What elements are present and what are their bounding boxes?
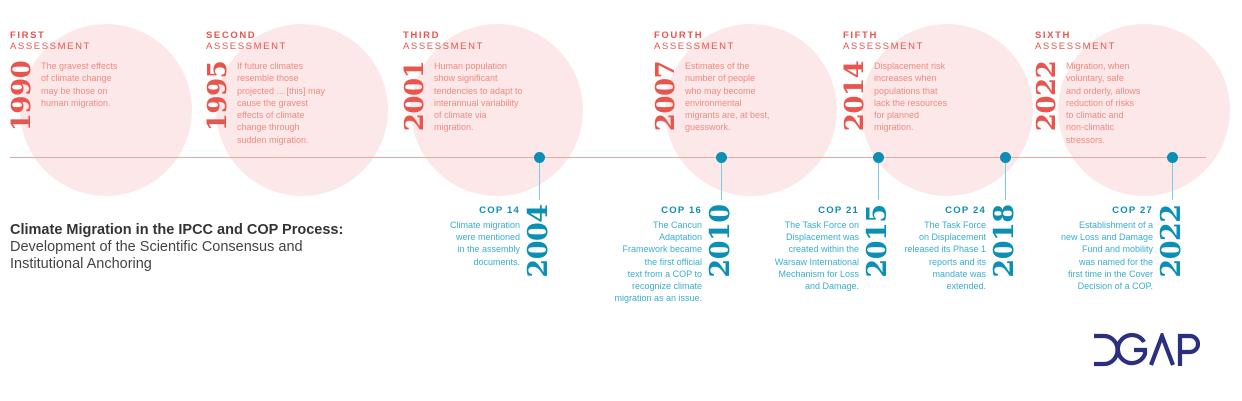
assessment-year: 2001 xyxy=(400,60,430,132)
cop-name: COP 24 xyxy=(945,205,986,216)
cop-year: 2018 xyxy=(989,204,1020,278)
assessment-6: SIXTH ASSESSMENT 2022 Migration, when vo… xyxy=(1032,30,1140,145)
title-line-1: Climate Migration in the IPCC and COP Pr… xyxy=(10,222,344,238)
assessment-quote: Human population show significant tenden… xyxy=(434,61,523,133)
assessment-label: ASSESSMENT xyxy=(654,41,735,52)
assessment-label: ASSESSMENT xyxy=(1035,41,1116,52)
assessment-5: FIFTH ASSESSMENT 2014 Displacement risk … xyxy=(840,30,947,132)
cop-name: COP 21 xyxy=(818,205,859,216)
cop-name: COP 16 xyxy=(661,205,702,216)
cop-21-stem xyxy=(878,158,879,200)
assessment-label: ASSESSMENT xyxy=(10,41,91,52)
cop-description: Establishment of a new Loss and Damage F… xyxy=(1060,220,1153,292)
assessment-quote: Migration, when voluntary, safe and orde… xyxy=(1066,61,1141,145)
cop-year: 2010 xyxy=(705,204,736,278)
assessment-circle-1 xyxy=(20,24,192,196)
assessment-year: 2007 xyxy=(651,60,681,132)
cop-description: The Task Force on Displacement released … xyxy=(904,220,986,292)
assessment-ordinal: FIRST xyxy=(10,30,46,41)
assessment-year: 2022 xyxy=(1032,60,1062,132)
cop-21-dot xyxy=(873,152,884,163)
cop-description: The Cancun Adaptation Framework became t… xyxy=(614,220,702,304)
cop-24-dot xyxy=(1000,152,1011,163)
diagram-title: Climate Migration in the IPCC and COP Pr… xyxy=(10,222,343,273)
assessment-label: ASSESSMENT xyxy=(403,41,484,52)
assessment-year: 2014 xyxy=(840,60,870,132)
assessment-circle-2 xyxy=(216,24,388,196)
assessment-ordinal: FOURTH xyxy=(654,30,704,41)
assessment-label: ASSESSMENT xyxy=(206,41,287,52)
cop-year: 2022 xyxy=(1156,204,1187,278)
cop-name: COP 14 xyxy=(479,205,520,216)
assessment-ordinal: SECOND xyxy=(206,30,257,41)
cop-24-stem xyxy=(1005,158,1006,200)
assessment-ordinal: THIRD xyxy=(403,30,441,41)
cop-27-stem xyxy=(1172,158,1173,200)
assessment-1: FIRST ASSESSMENT 1990 The gravest effect… xyxy=(7,30,117,131)
assessment-circle-4 xyxy=(665,24,837,196)
cop-16-stem xyxy=(721,158,722,200)
cop-year: 2015 xyxy=(862,204,893,278)
assessment-ordinal: FIFTH xyxy=(843,30,878,41)
assessment-circle-5 xyxy=(861,24,1033,196)
assessment-3: THIRD ASSESSMENT 2001 Human population s… xyxy=(400,30,523,132)
assessment-4: FOURTH ASSESSMENT 2007 Estimates of the … xyxy=(651,30,770,132)
assessment-quote: Displacement risk increases when populat… xyxy=(874,61,948,133)
cop-14-dot xyxy=(534,152,545,163)
assessment-ordinal: SIXTH xyxy=(1035,30,1071,41)
assessment-quote: The gravest effects of climate change ma… xyxy=(41,61,118,108)
cop-16-dot xyxy=(716,152,727,163)
assessment-year: 1990 xyxy=(7,60,37,132)
cop-description: Climate migration were mentioned in the … xyxy=(449,220,520,267)
assessment-quote: Estimates of the number of people who ma… xyxy=(685,61,770,133)
cop-description: The Task Force on Displacement was creat… xyxy=(774,220,859,292)
cop-name: COP 27 xyxy=(1112,205,1153,216)
assessment-circle-3 xyxy=(411,24,583,196)
dgap-logo xyxy=(1092,330,1202,372)
title-line-2: Development of the Scientific Consensus … xyxy=(10,239,303,255)
assessment-label: ASSESSMENT xyxy=(843,41,924,52)
assessment-circle-6 xyxy=(1058,24,1230,196)
cop-27-dot xyxy=(1167,152,1178,163)
assessment-2: SECOND ASSESSMENT 1995 If future climate… xyxy=(203,30,325,145)
dgap-logo-icon xyxy=(1094,330,1201,367)
title-line-3: Institutional Anchoring xyxy=(10,256,152,272)
cop-year: 2004 xyxy=(523,204,554,278)
cop-14-stem xyxy=(539,158,540,200)
timeline-axis xyxy=(10,157,1206,158)
assessment-quote: If future climates resemble those projec… xyxy=(237,61,326,145)
assessment-year: 1995 xyxy=(203,60,233,132)
